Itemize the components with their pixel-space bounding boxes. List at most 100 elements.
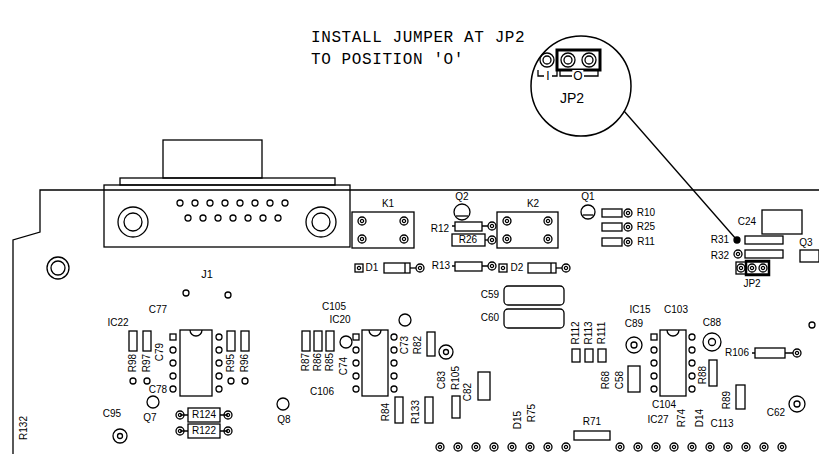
part-label: IC27 (646, 415, 669, 425)
ic-symbol (353, 334, 359, 340)
part-label: Q1 (580, 192, 595, 202)
ic-symbol (689, 386, 695, 392)
capacitor-symbol (478, 372, 490, 400)
part-label: R88 (698, 365, 708, 385)
resistor-symbol (224, 411, 232, 419)
dsub-connector (120, 178, 335, 185)
relay-symbol (497, 212, 558, 248)
resistor-symbol (574, 431, 610, 440)
dsub-connector (215, 215, 221, 221)
part-label: Q3 (798, 238, 813, 248)
resistor-symbol (602, 209, 632, 217)
pad-row (508, 443, 516, 451)
ic-symbol (369, 330, 381, 336)
ic-symbol (391, 334, 397, 340)
relay-symbol (352, 212, 414, 248)
part-label: R89 (722, 390, 732, 410)
pad-row (652, 443, 660, 451)
capacitor-symbol (626, 337, 642, 353)
ic-symbol (651, 386, 657, 392)
resistor-symbol (452, 234, 485, 246)
via (183, 290, 189, 296)
capacitor-symbol (439, 345, 453, 359)
resistor-symbol (709, 360, 717, 386)
resistor-symbol (602, 238, 632, 246)
resistor-symbol (736, 385, 745, 409)
part-label: R13 (431, 261, 451, 271)
pad-row (526, 443, 534, 451)
capacitor-symbol (340, 336, 352, 348)
dsub-connector (163, 140, 262, 178)
jumper-header (748, 264, 756, 272)
ic-symbol (651, 373, 657, 379)
transistor-symbol (800, 250, 819, 262)
resistor-symbol (745, 250, 783, 258)
part-label: C24 (737, 217, 757, 227)
pad-row (436, 443, 786, 451)
part-label: C95 (102, 409, 122, 419)
diode-symbol (528, 263, 556, 273)
resistor-symbol (176, 411, 184, 419)
resistor-symbol (302, 331, 310, 351)
ic-symbol (689, 347, 695, 353)
relay-symbol (497, 212, 558, 248)
capacitor-symbol (789, 396, 805, 412)
jumper-detail (585, 56, 593, 64)
diode-symbol (410, 267, 416, 268)
pad-row (634, 443, 642, 451)
resistor-symbol (241, 331, 249, 351)
part-label: R133 (411, 399, 421, 425)
dsub-connector (230, 215, 236, 221)
pad-row (544, 443, 552, 451)
capacitor-symbol (504, 286, 564, 305)
via (809, 322, 815, 328)
ic-symbol (391, 360, 397, 366)
pad-row (724, 443, 732, 451)
part-label: R113 (584, 320, 594, 345)
resistor-symbol (455, 222, 482, 231)
resistor-symbol (624, 238, 632, 246)
part-label: R105 (451, 365, 461, 391)
ic-symbol (353, 386, 359, 392)
jumper-detail (540, 53, 554, 67)
part-label: R122 (191, 426, 217, 436)
resistor-symbol (624, 209, 632, 217)
capacitor-symbol (444, 350, 449, 355)
ic-symbol (353, 347, 359, 353)
ic-symbol (391, 347, 397, 353)
part-label: R68 (601, 370, 611, 390)
pad (242, 378, 248, 384)
transistor-symbol (147, 396, 159, 408)
dsub-connector (260, 215, 266, 221)
resistor-symbol (585, 349, 593, 362)
relay-symbol (352, 212, 414, 248)
resistor-symbol (602, 209, 622, 217)
transistor-symbol (456, 215, 468, 216)
part-label: C59 (480, 290, 500, 300)
via (225, 292, 231, 298)
part-label: R74 (677, 408, 687, 428)
note-text: INSTALL JUMPER AT JP2 TO POSITION 'O' (311, 27, 536, 71)
dsub-connector (118, 207, 148, 237)
part-label: R12 (430, 224, 450, 234)
part-label: C62 (766, 408, 786, 418)
callout-label: O (572, 70, 583, 82)
resistor-symbol (602, 238, 622, 246)
resistor-symbol (176, 424, 232, 438)
pad (228, 378, 234, 384)
part-label: Q2 (454, 192, 469, 202)
capacitor-symbol (504, 309, 564, 328)
resistor-symbol (752, 348, 801, 358)
jumper-detail (557, 50, 600, 70)
resistor-symbol (624, 223, 632, 231)
part-label: R32 (710, 251, 730, 261)
pad-row (760, 443, 768, 451)
ic-symbol (190, 330, 202, 336)
resistor-symbol (572, 349, 580, 362)
ic-symbol (689, 373, 695, 379)
resistor-symbol (227, 331, 235, 351)
ic-symbol (353, 330, 397, 396)
dsub-connector (282, 200, 288, 206)
part-label: R95 (226, 353, 236, 373)
jumper-header (737, 264, 745, 272)
